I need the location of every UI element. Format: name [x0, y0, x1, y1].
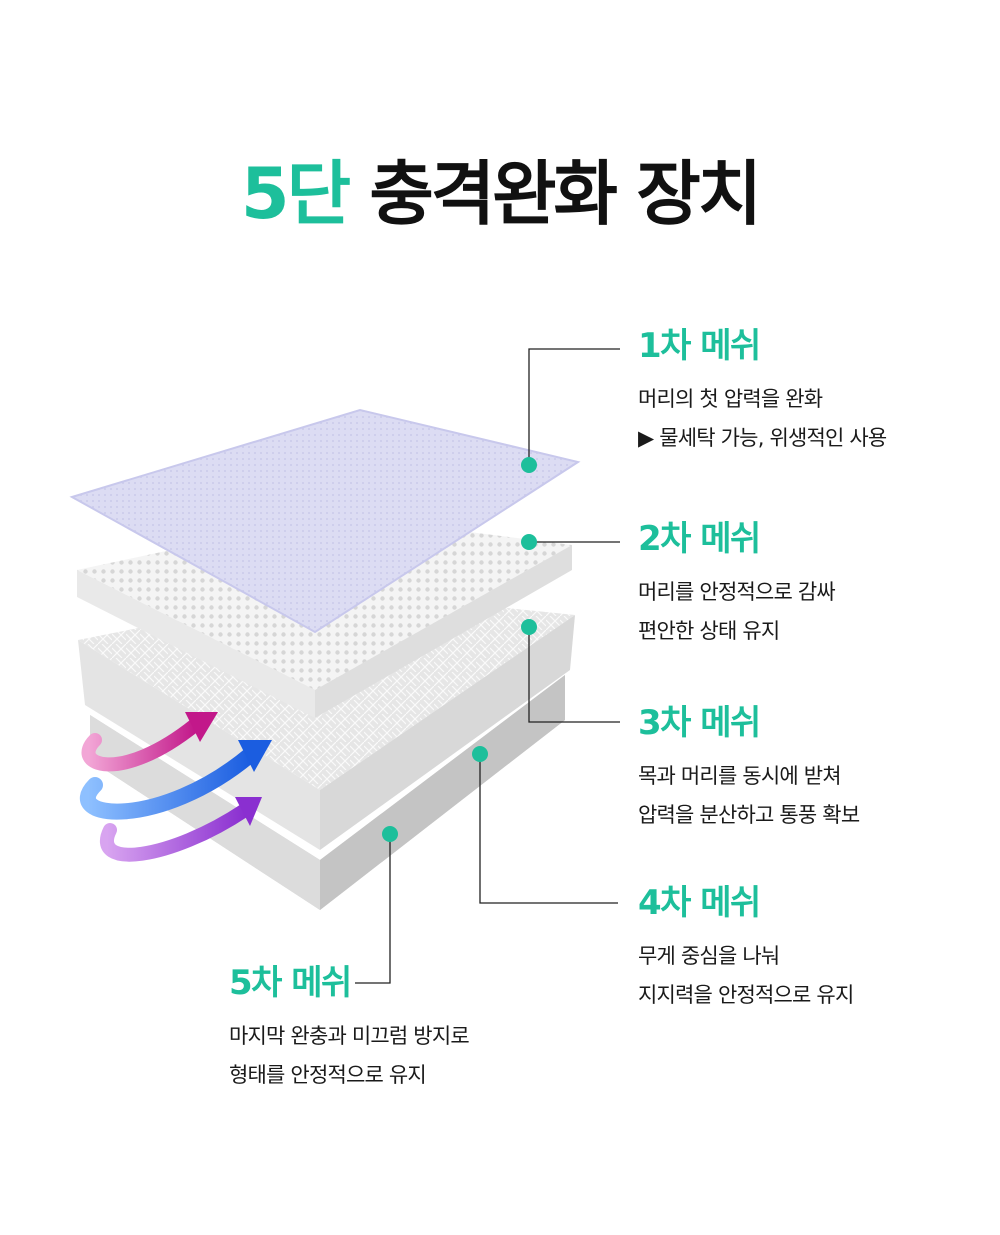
- marker-dot-3: [521, 619, 537, 635]
- layer-marker-dots: [382, 457, 537, 842]
- marker-dot-5: [382, 826, 398, 842]
- leader-lines: [355, 348, 620, 984]
- layer-title: 1차 메쉬: [638, 326, 761, 366]
- marker-dot-1: [521, 457, 537, 473]
- layer-desc-line: 마지막 완충과 미끄럼 방지로: [229, 1024, 470, 1048]
- layer-desc-line: 편안한 상태 유지: [638, 619, 780, 643]
- page-title: 5단 충격완화 장치: [0, 138, 1000, 239]
- layer-1-film: [69, 408, 581, 634]
- title-accent: 5단: [240, 153, 351, 235]
- layer-title: 4차 메쉬: [638, 883, 761, 923]
- layer-title: 3차 메쉬: [638, 703, 761, 743]
- layer-label-1: 1차 메쉬 머리의 첫 압력을 완화 ▶ 물세탁 가능, 위생적인 사용: [638, 326, 887, 458]
- layer-desc-line: 형태를 안정적으로 유지: [229, 1063, 427, 1087]
- layer-title: 5차 메쉬: [229, 963, 352, 1003]
- marker-dot-4: [472, 746, 488, 762]
- layer-desc-line: 지지력을 안정적으로 유지: [638, 983, 854, 1007]
- layer-title: 2차 메쉬: [638, 519, 761, 559]
- airflow-arrows-icon: [80, 712, 272, 862]
- marker-dot-2: [521, 534, 537, 550]
- layer-desc-line: 압력을 분산하고 통풍 확보: [638, 803, 860, 827]
- title-rest: 충격완화 장치: [369, 153, 762, 235]
- layer-desc-line: 머리를 안정적으로 감싸: [638, 580, 836, 604]
- layer-desc-line: 머리의 첫 압력을 완화: [638, 387, 823, 411]
- layer-desc-line: 목과 머리를 동시에 받쳐: [638, 764, 842, 788]
- layer-desc-line: ▶ 물세탁 가능, 위생적인 사용: [638, 426, 887, 450]
- layer-desc-line: 무게 중심을 나눠: [638, 944, 780, 968]
